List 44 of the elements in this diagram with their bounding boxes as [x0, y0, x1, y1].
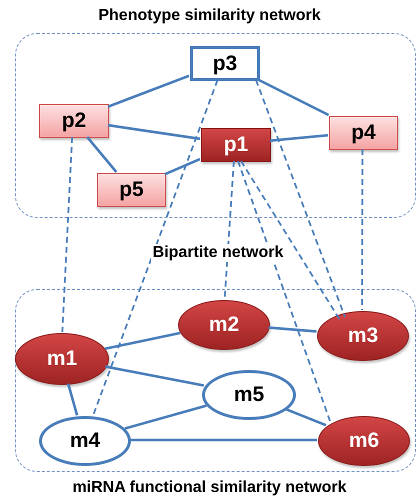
- phenotype-box: [97, 173, 166, 207]
- mirna-ellipse: [178, 300, 270, 350]
- mirna-ellipse: [15, 333, 109, 385]
- link-line: [108, 74, 190, 108]
- link-line: [258, 78, 330, 116]
- node-label: p4: [351, 121, 376, 145]
- link-line: [108, 124, 200, 140]
- dashed-link: [361, 149, 364, 310]
- phenotype-box: [329, 116, 398, 150]
- link-line: [268, 326, 317, 333]
- node-label: m1: [46, 347, 78, 371]
- dashed-link: [61, 136, 74, 332]
- network-title: Phenotype similarity network: [97, 7, 322, 25]
- dashed-link: [240, 160, 341, 320]
- link-line: [124, 404, 207, 430]
- dashed-link: [255, 80, 346, 318]
- link-line: [270, 134, 328, 142]
- link-line: [104, 332, 180, 350]
- node-label: m4: [70, 429, 100, 453]
- node-label: p2: [62, 109, 86, 133]
- link-line: [105, 365, 204, 387]
- network-title: miRNA functional similarity network: [71, 479, 348, 497]
- mirna-ellipse: [317, 311, 409, 361]
- link-line: [86, 136, 118, 173]
- link-line: [66, 383, 78, 416]
- node-label: m3: [348, 324, 378, 348]
- link-line: [164, 158, 201, 176]
- phenotype-box: [39, 104, 109, 138]
- node-label: p5: [119, 178, 144, 202]
- link-line: [285, 408, 326, 426]
- node-label: p3: [212, 52, 238, 76]
- dashed-link: [224, 160, 235, 300]
- mirna-ellipse: [318, 416, 410, 466]
- dashed-link: [92, 80, 218, 416]
- link-line: [130, 438, 317, 442]
- node-label: m5: [234, 383, 264, 407]
- phenotype-box: [201, 128, 271, 162]
- phenotype-box: [190, 46, 260, 81]
- node-label: m2: [208, 313, 240, 337]
- dashed-link: [237, 160, 331, 422]
- mirna-ellipse: [202, 370, 296, 420]
- node-label: m6: [348, 429, 380, 453]
- node-label: p1: [224, 133, 248, 157]
- network-label: Bipartite network: [150, 244, 286, 262]
